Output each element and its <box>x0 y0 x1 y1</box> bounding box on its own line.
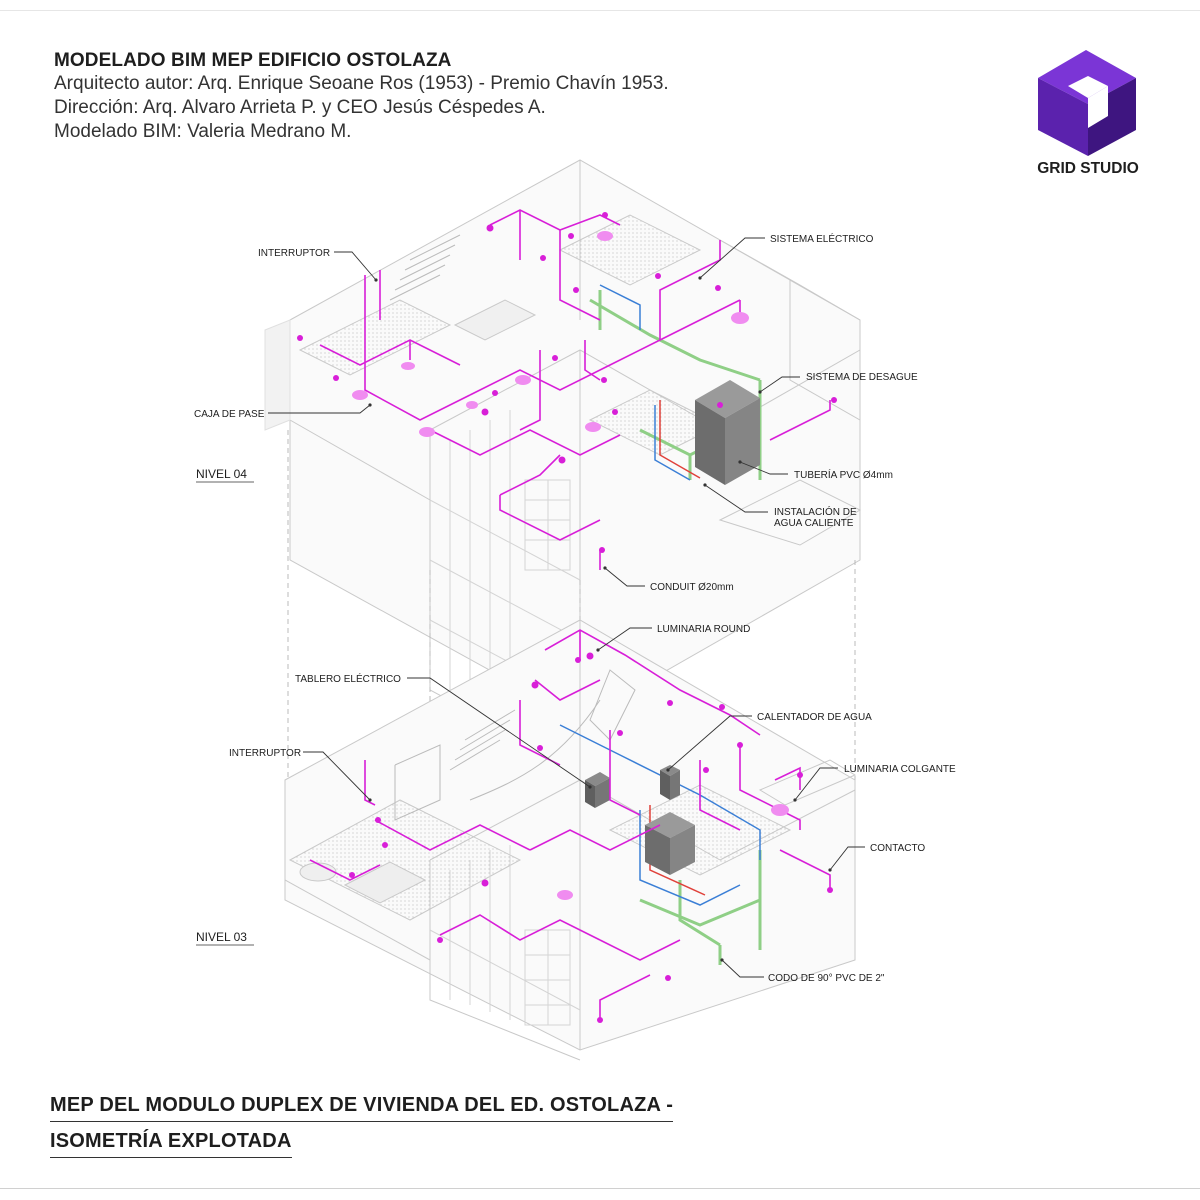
level-04-water-pipes <box>599 284 701 481</box>
label-tuberia-pvc: TUBERÍA PVC Ø4mm <box>794 468 893 481</box>
level-03-structure <box>284 619 857 1061</box>
level-04-electric-conduits <box>319 209 831 570</box>
bottom-rule <box>0 1188 1200 1189</box>
label-contacto: CONTACTO <box>870 843 925 854</box>
label-agua-caliente-line2: AGUA CALIENTE <box>774 518 854 529</box>
leader-arrowheads <box>368 276 832 962</box>
label-caja-de-pase: CAJA DE PASE <box>194 409 265 420</box>
level-03-fixtures <box>349 652 833 1023</box>
label-interruptor-upper: INTERRUPTOR <box>258 248 330 259</box>
level-label-04: NIVEL 04 <box>196 467 247 481</box>
level-label-03: NIVEL 03 <box>196 930 247 944</box>
level-04-equipment <box>695 380 760 485</box>
label-conduit: CONDUIT Ø20mm <box>650 582 734 593</box>
direction-credit: Dirección: Arq. Alvaro Arrieta P. y CEO … <box>54 97 546 118</box>
grid-studio-logo-icon <box>1038 50 1136 156</box>
modeling-credit: Modelado BIM: Valeria Medrano M. <box>54 121 352 142</box>
top-rule <box>0 10 1200 11</box>
label-luminaria-colgante: LUMINARIA COLGANTE <box>844 764 956 775</box>
label-tablero-electrico: TABLERO ELÉCTRICO <box>295 672 401 685</box>
isometric-mep-diagram: INTERRUPTOR CAJA DE PASE SISTEMA ELÉCTRI… <box>194 159 956 1061</box>
project-title: MODELADO BIM MEP EDIFICIO OSTOLAZA <box>54 50 452 71</box>
label-agua-caliente-line1: INSTALACIÓN DE <box>774 505 857 518</box>
leader-lines <box>268 237 865 978</box>
level-03-electric-conduits <box>309 629 831 1020</box>
label-codo-90: CODO DE 90° PVC DE 2" <box>768 973 885 984</box>
logo-text: GRID STUDIO <box>1037 160 1139 177</box>
label-sistema-electrico: SISTEMA ELÉCTRICO <box>770 232 874 245</box>
level-04-structure <box>264 159 862 771</box>
level-03-equipment <box>585 765 695 875</box>
level-03-drainage-pipes <box>639 850 762 965</box>
header: MODELADO BIM MEP EDIFICIO OSTOLAZA Arqui… <box>54 50 854 144</box>
caption-line-1: MEP DEL MODULO DUPLEX DE VIVIENDA DEL ED… <box>50 1094 674 1122</box>
label-luminaria-round: LUMINARIA ROUND <box>657 624 750 635</box>
label-interruptor-lower: INTERRUPTOR <box>229 748 301 759</box>
caption-line-2: ISOMETRÍA EXPLOTADA <box>50 1130 292 1158</box>
label-calentador-agua: CALENTADOR DE AGUA <box>757 712 872 723</box>
architect-credit: Arquitecto autor: Arq. Enrique Seoane Ro… <box>54 73 669 94</box>
label-sistema-desague: SISTEMA DE DESAGUE <box>806 372 918 383</box>
level-04-fixtures <box>297 212 837 553</box>
footer-caption: MEP DEL MODULO DUPLEX DE VIVIENDA DEL ED… <box>50 1094 674 1166</box>
